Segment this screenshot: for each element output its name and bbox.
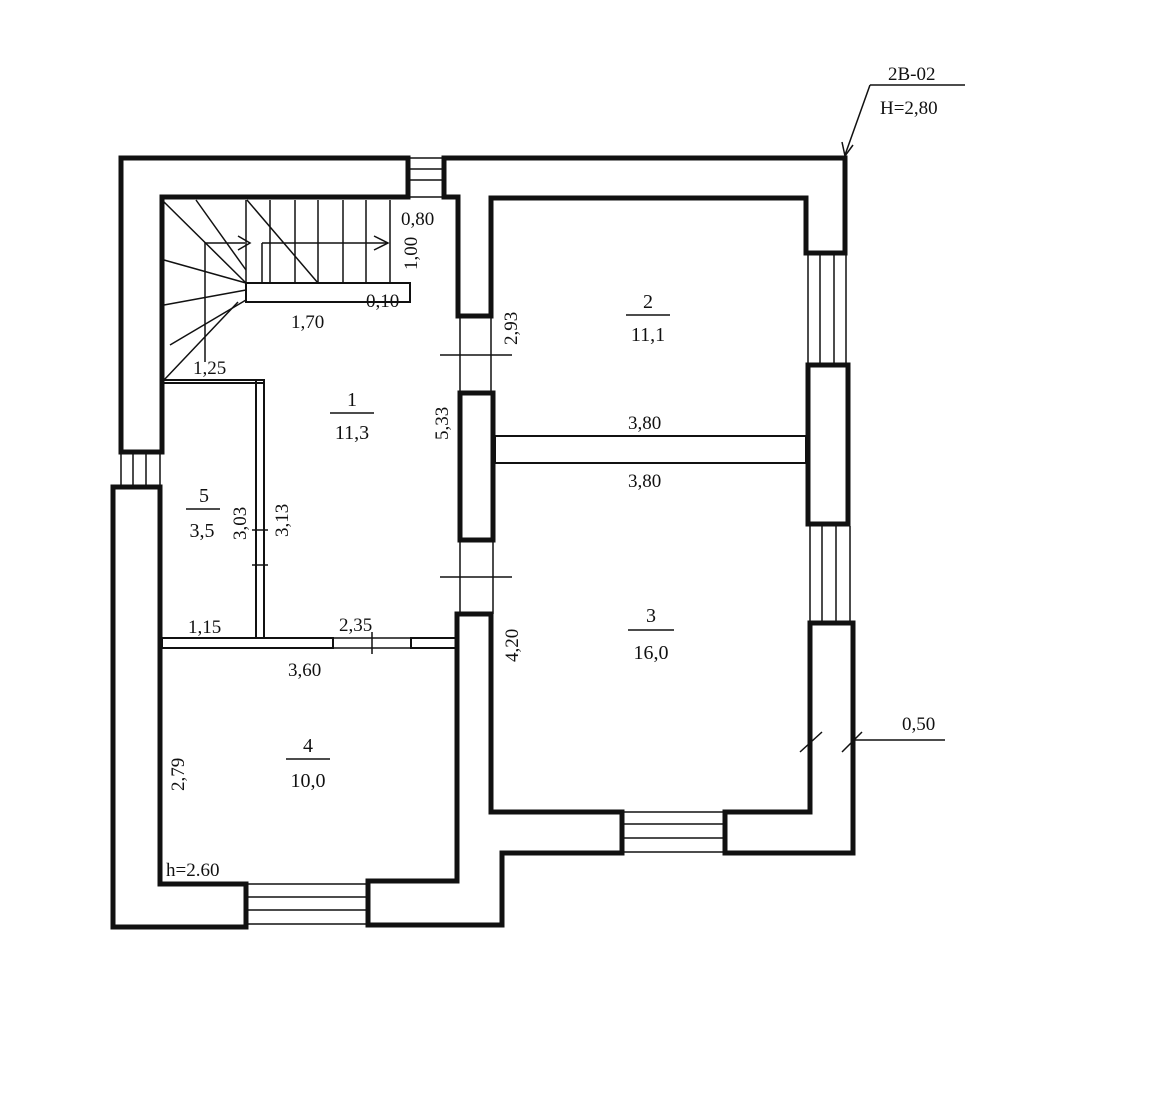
wall-top-right — [441, 155, 848, 319]
wall-right-pier — [805, 362, 851, 527]
room-1-label: 1 11,3 — [330, 389, 374, 444]
wall-left-bottom — [110, 484, 249, 930]
dim-170: 1,70 — [291, 312, 324, 333]
window-bottom — [248, 883, 366, 925]
window-top — [410, 157, 442, 198]
dim-303: 3,03 — [230, 507, 251, 540]
dim-010: 0,10 — [366, 291, 399, 312]
dim-380-bottom: 3,80 — [628, 471, 661, 492]
partitions — [161, 316, 945, 753]
stamp: 2В-02 H=2,80 — [841, 64, 965, 158]
walls — [110, 155, 856, 930]
room-area: 11,3 — [335, 422, 369, 444]
window-left — [120, 454, 161, 485]
dim-h260: h=2.60 — [166, 860, 219, 881]
wall-top-left — [118, 155, 411, 455]
dim-279: 2,79 — [168, 758, 189, 791]
dim-115: 1,15 — [188, 617, 221, 638]
door-bottom-right — [624, 811, 723, 853]
room-2-label: 2 11,1 — [626, 291, 670, 346]
room-4-label: 4 10,0 — [286, 735, 330, 792]
wall-center-pier — [457, 390, 496, 543]
dim-360: 3,60 — [288, 660, 321, 681]
dim-080: 0,80 — [401, 209, 434, 230]
dimensions: 0,80 1,00 0,10 1,70 1,25 2,93 5,33 3,80 … — [166, 209, 935, 881]
wall-right-bottom — [722, 620, 856, 856]
windows — [120, 157, 851, 925]
dim-533: 5,33 — [432, 407, 453, 440]
room-area: 3,5 — [190, 520, 215, 542]
dim-313: 3,13 — [272, 504, 293, 537]
room-number: 5 — [199, 485, 209, 507]
room-3-label: 3 16,0 — [628, 605, 674, 664]
dim-380-top: 3,80 — [628, 413, 661, 434]
room-labels: 1 11,3 2 11,1 3 16,0 4 10,0 5 3,5 — [186, 291, 674, 792]
dim-125: 1,25 — [193, 358, 226, 379]
room-number: 4 — [303, 735, 313, 757]
window-right-lower — [809, 526, 851, 621]
wall-bottom-middle — [365, 611, 625, 928]
room-number: 3 — [646, 605, 656, 627]
room-number: 1 — [347, 389, 357, 411]
room-area: 11,1 — [631, 324, 665, 346]
dim-293: 2,93 — [501, 312, 522, 345]
room-area: 10,0 — [291, 770, 326, 792]
dim-420: 4,20 — [502, 629, 523, 662]
staircase — [161, 199, 411, 381]
room-number: 2 — [643, 291, 653, 313]
dim-235: 2,35 — [339, 615, 372, 636]
dim-050: 0,50 — [902, 714, 935, 735]
dim-100: 1,00 — [401, 237, 422, 270]
window-right-upper — [807, 255, 847, 363]
stamp-code: 2В-02 — [888, 64, 936, 85]
room-area: 16,0 — [634, 642, 669, 664]
stamp-height: H=2,80 — [880, 98, 938, 119]
room-5-label: 5 3,5 — [186, 485, 220, 542]
